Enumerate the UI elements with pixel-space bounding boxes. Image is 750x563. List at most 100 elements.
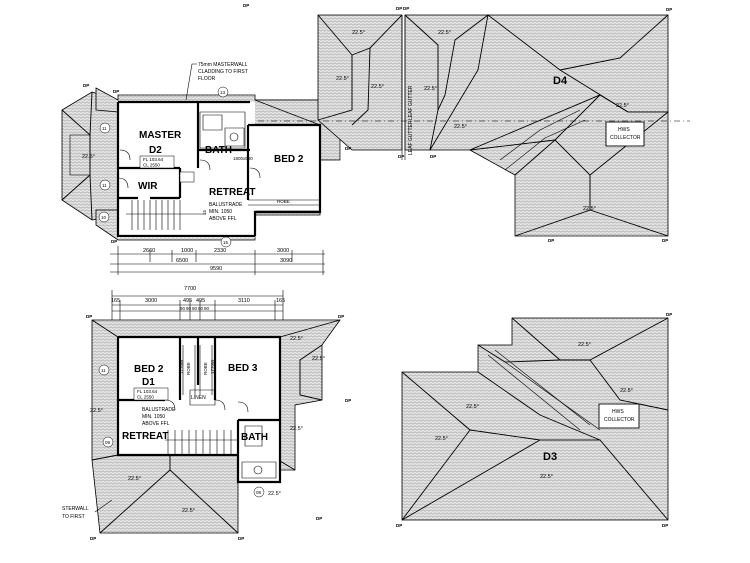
upper-fl-level: FL 103.64 (143, 157, 164, 162)
hws-collector-d4: COLLECTOR (610, 135, 641, 141)
dp-d4-2: DP (403, 6, 409, 11)
dim-165-right: 165 (276, 298, 285, 304)
dim-495-a: 495 (183, 298, 192, 304)
upper-floor-rooms: MASTER D2 FL 103.64 CL 2550 BATH 1800x50… (116, 100, 322, 238)
balustrade-min-note: MIN. 1050 (209, 209, 232, 215)
room-d1-label: D1 (142, 377, 155, 388)
dp-d4-6: DP (430, 154, 436, 159)
dp-lower-2: DP (338, 314, 344, 319)
upper-left-pitch: 22.5° (82, 154, 95, 160)
dp-lower-3: DP (345, 398, 351, 403)
pitch-d4-1: 22.5° (352, 30, 365, 36)
pitch-lower-1: 22.5° (290, 336, 303, 342)
dim-165-left: 165 (111, 298, 120, 304)
pitch-d4-4: 22.5° (371, 84, 384, 90)
pitch-d3-2: 22.5° (620, 388, 633, 394)
dp-lower-6: DP (316, 516, 322, 521)
dp-d4-7: DP (548, 238, 554, 243)
masterwall-note: 75mm MASTERWALL (198, 62, 248, 68)
pitch-d4-6: 22.5° (454, 124, 467, 130)
dp-d4-5: DP (398, 154, 404, 159)
masterwall-lower-a: STERWALL (62, 506, 89, 512)
leaf-gutter-b: LEAF GUTTER (408, 120, 414, 155)
pitch-d4-2: 22.5° (438, 30, 451, 36)
upper-floor-dimensions: 2660 1000 2330 3000 6500 3090 9590 (110, 246, 325, 275)
dim-3000: 3000 (277, 248, 289, 254)
dim-2660: 2660 (143, 248, 155, 254)
cladding-note: CLADDING TO FIRST (198, 69, 248, 75)
dim-90-b: 90 (186, 306, 192, 311)
wardrobe-width-2: 1770W (210, 359, 215, 374)
marker-11b: 11 (102, 183, 107, 188)
linen-label: LINEN (191, 395, 206, 401)
robe-label: ROBE (277, 199, 290, 204)
hws-collector-d3: COLLECTOR (604, 417, 635, 423)
room-bath-lower-label: BATH (241, 432, 268, 443)
lower-fl-level: FL 103.64 (137, 389, 158, 394)
balustrade-ffl-note: ABOVE FFL (209, 216, 237, 222)
dp-upper-1: DP (111, 239, 117, 244)
dim-90-e: 90 (204, 306, 210, 311)
masterwall-lower-b: TO FIRST (62, 514, 85, 520)
pitch-lower-7: 22.5° (268, 491, 281, 497)
dim-1000: 1000 (181, 248, 193, 254)
pitch-lower-3: 22.5° (90, 408, 103, 414)
roof-d3: D3 HWS COLLECTOR 22.5° 22.5° 22.5° 22.5°… (396, 312, 672, 528)
dim-6500: 6500 (176, 258, 188, 264)
pitch-lower-6: 22.5° (182, 508, 195, 514)
pitch-d3-4: 22.5° (435, 436, 448, 442)
robe-lower-1: ROBE (186, 362, 191, 375)
dp-upper-3: DP (83, 83, 89, 88)
dp-lower-1: DP (86, 314, 92, 319)
dim-90-c: 90 (192, 306, 198, 311)
pitch-d3-3: 22.5° (466, 404, 479, 410)
upper-cl-level: CL 2550 (143, 163, 160, 168)
hws-label-d4: HWS (618, 127, 630, 133)
pitch-lower-4: 22.5° (290, 426, 303, 432)
lower-floor-rooms: BED 2 D1 FL 103.64 CL 2550 BED 3 RETREAT… (116, 335, 282, 484)
roof-d4-label: D4 (553, 75, 568, 87)
room-bed3-label: BED 3 (228, 363, 258, 374)
dp-d4-1: DP (396, 6, 402, 11)
dim-3000-lower: 3000 (145, 298, 157, 304)
dp-d3-3: DP (662, 523, 668, 528)
upper-floor-notes: 75mm MASTERWALL CLADDING TO FIRST FLOOR … (82, 3, 249, 248)
roof-d4: D4 LEAF GUTTER LEAF GUTTER HWS COLLECTOR… (258, 6, 690, 243)
pitch-lower-2: 22.5° (312, 356, 325, 362)
pitch-lower-5: 22.5° (128, 476, 141, 482)
dp-d3-2: DP (396, 523, 402, 528)
pitch-d3-5: 22.5° (540, 474, 553, 480)
room-d2-label: D2 (149, 145, 162, 156)
marker-15-side: 15 (202, 209, 207, 215)
vanity-size: 1800x500 (233, 156, 253, 161)
room-bed2-lower-label: BED 2 (134, 364, 164, 375)
dp-d3-1: DP (666, 312, 672, 317)
marker-11a: 11 (102, 126, 107, 131)
lower-balustrade-ffl: ABOVE FFL (142, 421, 170, 427)
lower-balustrade-note: BALUSTRADE (142, 407, 176, 413)
wardrobe-width-1: 1770W (179, 359, 184, 374)
dp-lower-5: DP (238, 536, 244, 541)
dim-7700: 7700 (184, 286, 196, 292)
marker-09: 09 (105, 440, 111, 445)
dp-d4-4: DP (345, 146, 351, 151)
lower-floor-notes: 11 09 08 STERWALL TO FIRST 22.5° 22.5° 2… (62, 314, 351, 541)
pitch-d4-3: 22.5° (336, 76, 349, 82)
dim-3110: 3110 (238, 298, 250, 304)
hws-label-d3: HWS (612, 409, 624, 415)
floor-note: FLOOR (198, 76, 216, 82)
dim-2330: 2330 (214, 248, 226, 254)
marker-10: 10 (101, 215, 107, 220)
dp-lower-4: DP (90, 536, 96, 541)
balustrade-note: BALUSTRADE (209, 202, 243, 208)
marker-11-lower: 11 (101, 368, 106, 373)
marker-13: 13 (220, 90, 226, 95)
dim-495-b: 495 (196, 298, 205, 304)
room-wir-label: WIR (138, 181, 158, 192)
lower-cl-level: CL 2550 (137, 395, 154, 400)
robe-lower-2: ROBE (203, 362, 208, 375)
room-master-label: MASTER (139, 130, 182, 141)
room-retreat-lower-label: RETREAT (122, 431, 168, 442)
dp-d4-8: DP (662, 238, 668, 243)
